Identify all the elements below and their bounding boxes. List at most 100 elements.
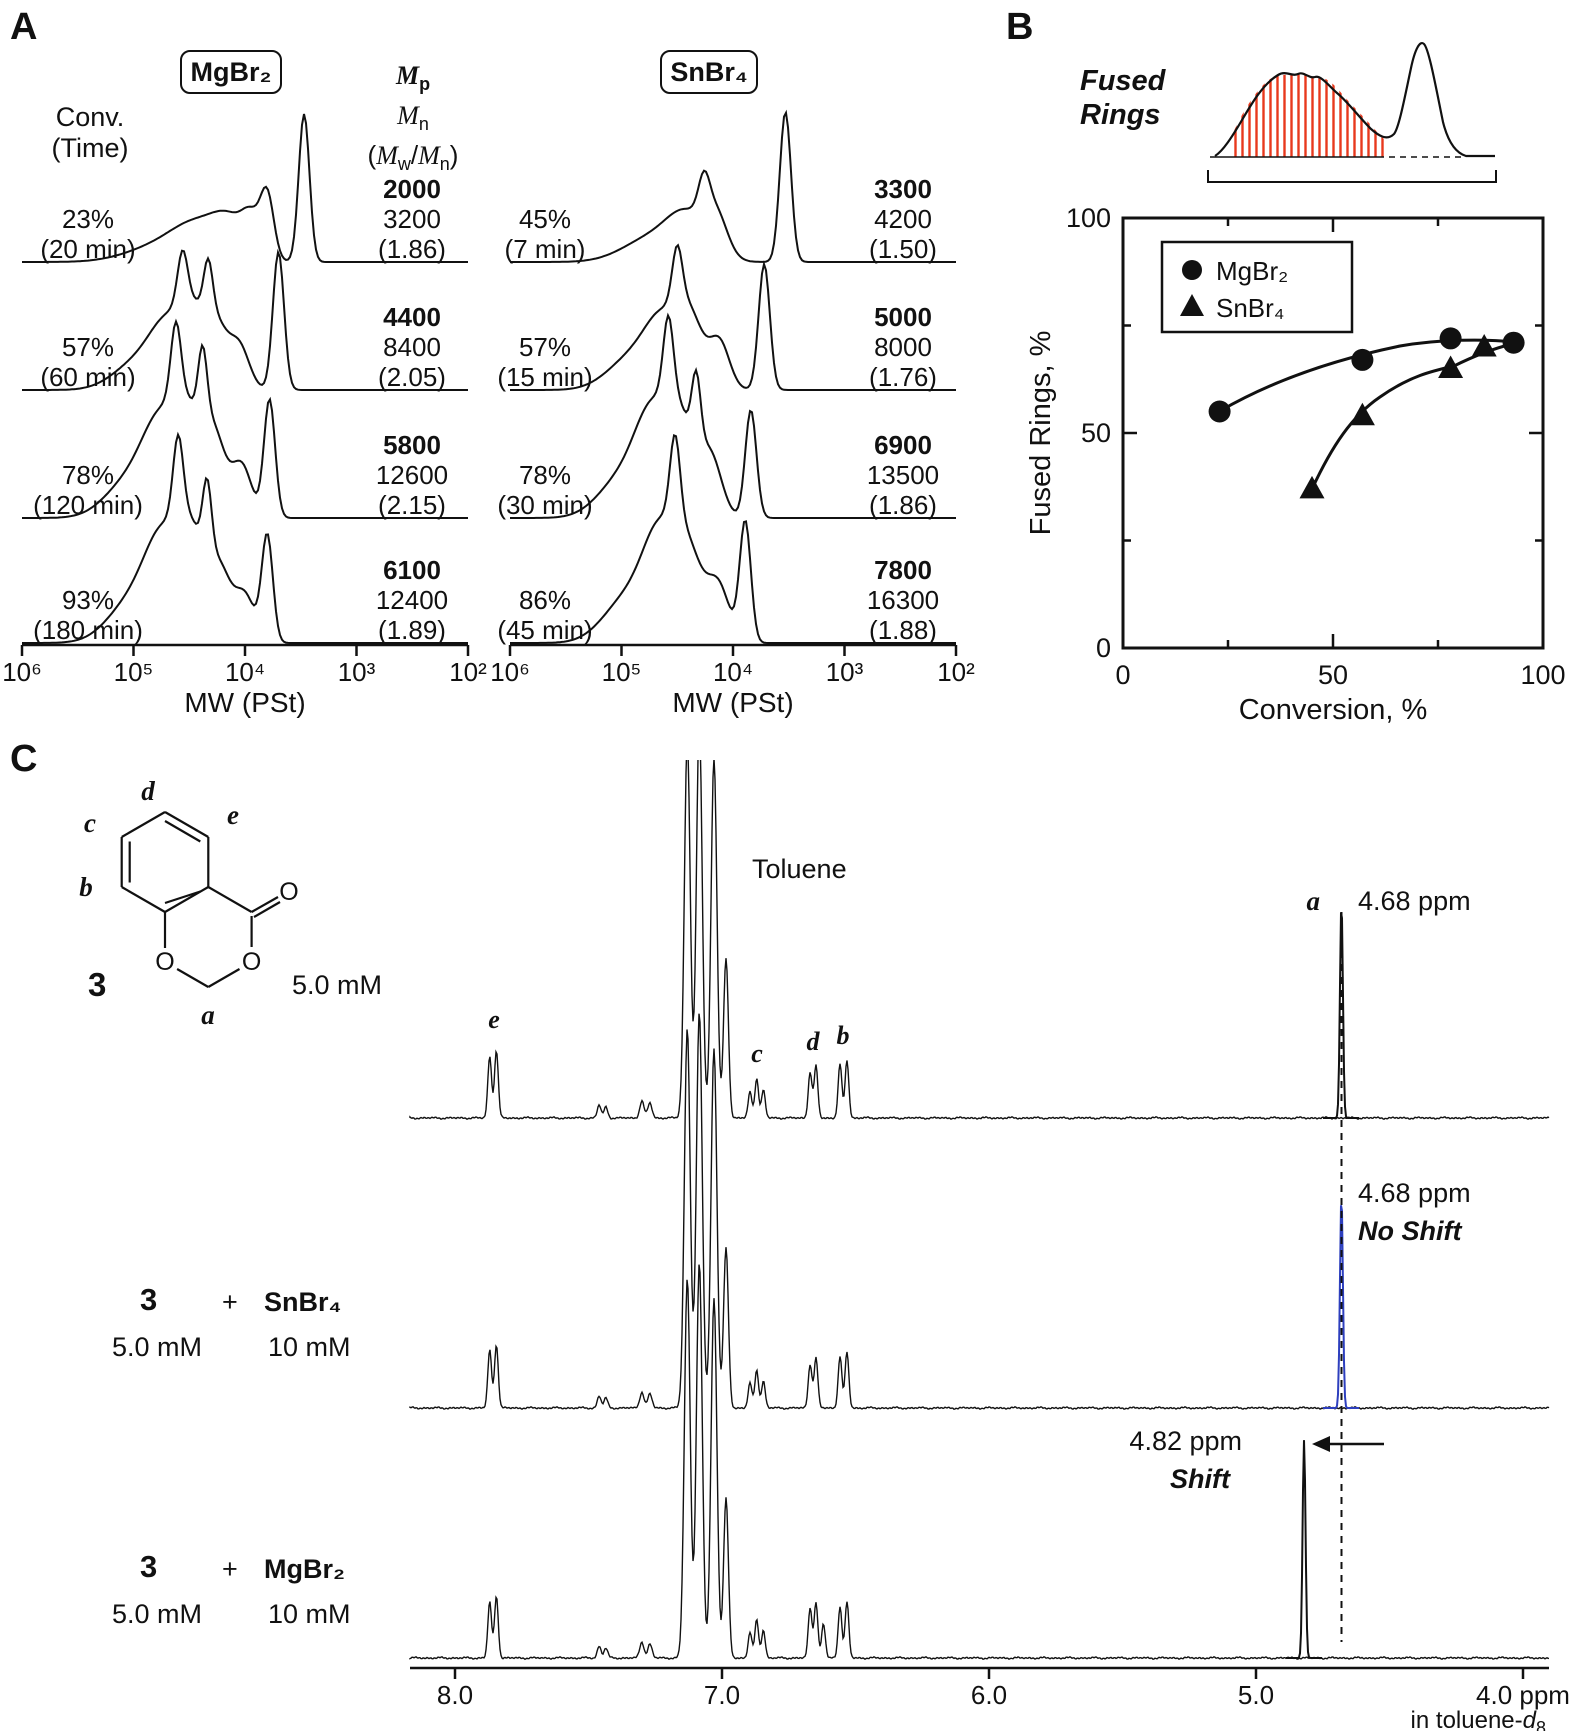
mn-value: 3200 <box>383 204 441 234</box>
gpc-left-axis: 10⁶ 10⁵ 10⁴ 10³ 10² MW (PSt) <box>2 643 487 718</box>
mp-value: 6100 <box>383 555 441 585</box>
x-tick-label: 0 <box>1115 660 1130 690</box>
mn-value: 8400 <box>383 332 441 362</box>
scatter-plot: 100 50 0 0 50 100 Conversion, % Fused Ri… <box>1025 203 1566 726</box>
tick-label: 10⁵ <box>114 657 154 687</box>
mwmn-value: (2.15) <box>378 490 446 520</box>
ring-oxygen-label: O <box>155 948 174 976</box>
plot-ticks <box>1123 218 1543 648</box>
mwmn-value: (1.86) <box>378 234 446 264</box>
inset-label-line1: Fused <box>1080 65 1167 97</box>
mn-value: 8000 <box>874 332 932 362</box>
compound-number: 3 <box>88 966 106 1003</box>
nmr-a-singlet <box>1286 1440 1322 1659</box>
inset-hatch-area <box>1232 73 1384 157</box>
mgbr2-box: MgBr₂ <box>180 50 282 94</box>
y-tick-label: 0 <box>1096 633 1111 663</box>
row2-plus: + <box>222 1287 238 1317</box>
panel-a-gpc: 10⁶ 10⁵ 10⁴ 10³ 10² MW (PSt) 10⁶ 10⁵ 10⁴… <box>2 109 975 718</box>
gpc-right-axis: 10⁶ 10⁵ 10⁴ 10³ 10² MW (PSt) <box>490 643 975 718</box>
mp-value: 6900 <box>874 430 932 460</box>
ring-oxygen-label: O <box>242 948 261 976</box>
compound-3-structure: O O O d c b e a 3 5.0 mM <box>79 776 382 1030</box>
top-shift-value: 4.68 ppm <box>1358 886 1471 916</box>
mid-shift-value: 4.68 ppm <box>1358 1178 1471 1208</box>
data-point-circle <box>1439 327 1462 350</box>
conv-value: 78% <box>62 460 114 490</box>
x-axis-title: MW (PSt) <box>672 687 793 718</box>
no-shift-note: No Shift <box>1358 1216 1462 1246</box>
mwmn-value: (1.50) <box>869 234 937 264</box>
row3-plus: + <box>222 1554 238 1584</box>
gpc-trace <box>510 312 956 519</box>
bottom-shift-value: 4.82 ppm <box>1129 1426 1242 1456</box>
tick-label: 10⁶ <box>490 657 530 687</box>
peak-label-e: e <box>488 1005 500 1034</box>
conv-time: (15 min) <box>497 362 592 392</box>
panel-c-label: C <box>10 738 38 780</box>
gpc-traces-mgbr2 <box>22 113 468 644</box>
structure-bonds <box>120 811 281 988</box>
gpc-left-conv-labels: 23% (20 min) 57% (60 min) 78% (120 min) … <box>33 204 143 645</box>
tick-label: 10⁶ <box>2 657 42 687</box>
mwmn-value: (2.05) <box>378 362 446 392</box>
legend-box <box>1160 240 1354 334</box>
gpc-left-mw-values: 2000 3200 (1.86) 4400 8400 (2.05) 5800 1… <box>376 174 448 645</box>
mn-value: 4200 <box>874 204 932 234</box>
data-point-triangle <box>1299 475 1325 499</box>
mp-value: 7800 <box>874 555 932 585</box>
legend-label-mgbr2: MgBr₂ <box>1216 256 1288 286</box>
mp-value: 5800 <box>383 430 441 460</box>
mp-value: 5000 <box>874 302 932 332</box>
ppm-tick-label: 7.0 <box>704 1680 740 1710</box>
y-axis-title: Fused Rings, % <box>1025 331 1057 536</box>
conv-time-header: Conv. (Time) <box>51 102 129 163</box>
snbr4-box: SnBr₄ <box>660 50 758 94</box>
peak-label-c: c <box>751 1039 763 1068</box>
conv-value: 45% <box>519 204 571 234</box>
trend-snbr4 <box>1310 342 1513 490</box>
mwmn-value: (1.76) <box>869 362 937 392</box>
row2-reagent: SnBr₄ <box>264 1287 342 1317</box>
inset-curve <box>1214 42 1495 158</box>
triangle-marker-icon <box>1180 294 1204 316</box>
panel-c-nmr: 8.0 7.0 6.0 5.0 4.0 ppm in toluene-d8 To… <box>409 760 1570 1731</box>
row2-compound: 3 <box>140 1282 158 1317</box>
conv-time: (180 min) <box>33 615 143 645</box>
peak-label-d: d <box>807 1027 821 1056</box>
tick-label: 10⁴ <box>225 657 265 687</box>
nmr-a-singlet <box>1323 1205 1359 1409</box>
gpc-traces-snbr4 <box>510 109 956 644</box>
conv-value: 86% <box>519 585 571 615</box>
toluene-label: Toluene <box>752 854 847 884</box>
gpc-right-conv-labels: 45% (7 min) 57% (15 min) 78% (30 min) 86… <box>497 204 592 645</box>
snbr4-box-label: SnBr₄ <box>670 57 748 87</box>
mp-value: 4400 <box>383 302 441 332</box>
mn-value: 12600 <box>376 460 448 490</box>
tick-label: 10³ <box>338 657 376 687</box>
data-point-circle <box>1208 400 1231 423</box>
gpc-trace <box>510 243 956 391</box>
panel-b-fused-rings: Fused Rings 100 50 0 0 50 100 Conversion… <box>1025 42 1566 726</box>
gpc-right-mw-values: 3300 4200 (1.50) 5000 8000 (1.76) 6900 1… <box>867 174 939 645</box>
gpc-left-ticks <box>20 645 470 656</box>
conv-time: (7 min) <box>505 234 586 264</box>
gpc-trace <box>510 109 956 263</box>
nmr-spectrum <box>409 1264 1550 1661</box>
atom-label-c: c <box>84 808 96 838</box>
conv-time: (20 min) <box>40 234 135 264</box>
atom-label-d: d <box>141 776 155 806</box>
conv-value: 57% <box>519 332 571 362</box>
atom-label-a: a <box>201 1000 215 1030</box>
carbonyl-oxygen-label: O <box>279 878 298 906</box>
peak-label-a: a <box>1307 886 1321 916</box>
conv-value: 57% <box>62 332 114 362</box>
atom-label-e: e <box>227 800 239 830</box>
tick-label: 10⁵ <box>602 657 642 687</box>
data-point-circle <box>1502 331 1525 354</box>
mwmn-value: (1.88) <box>869 615 937 645</box>
y-tick-label: 50 <box>1081 418 1111 448</box>
row2-conc: 5.0 mM <box>112 1332 203 1362</box>
tick-label: 10² <box>937 657 975 687</box>
